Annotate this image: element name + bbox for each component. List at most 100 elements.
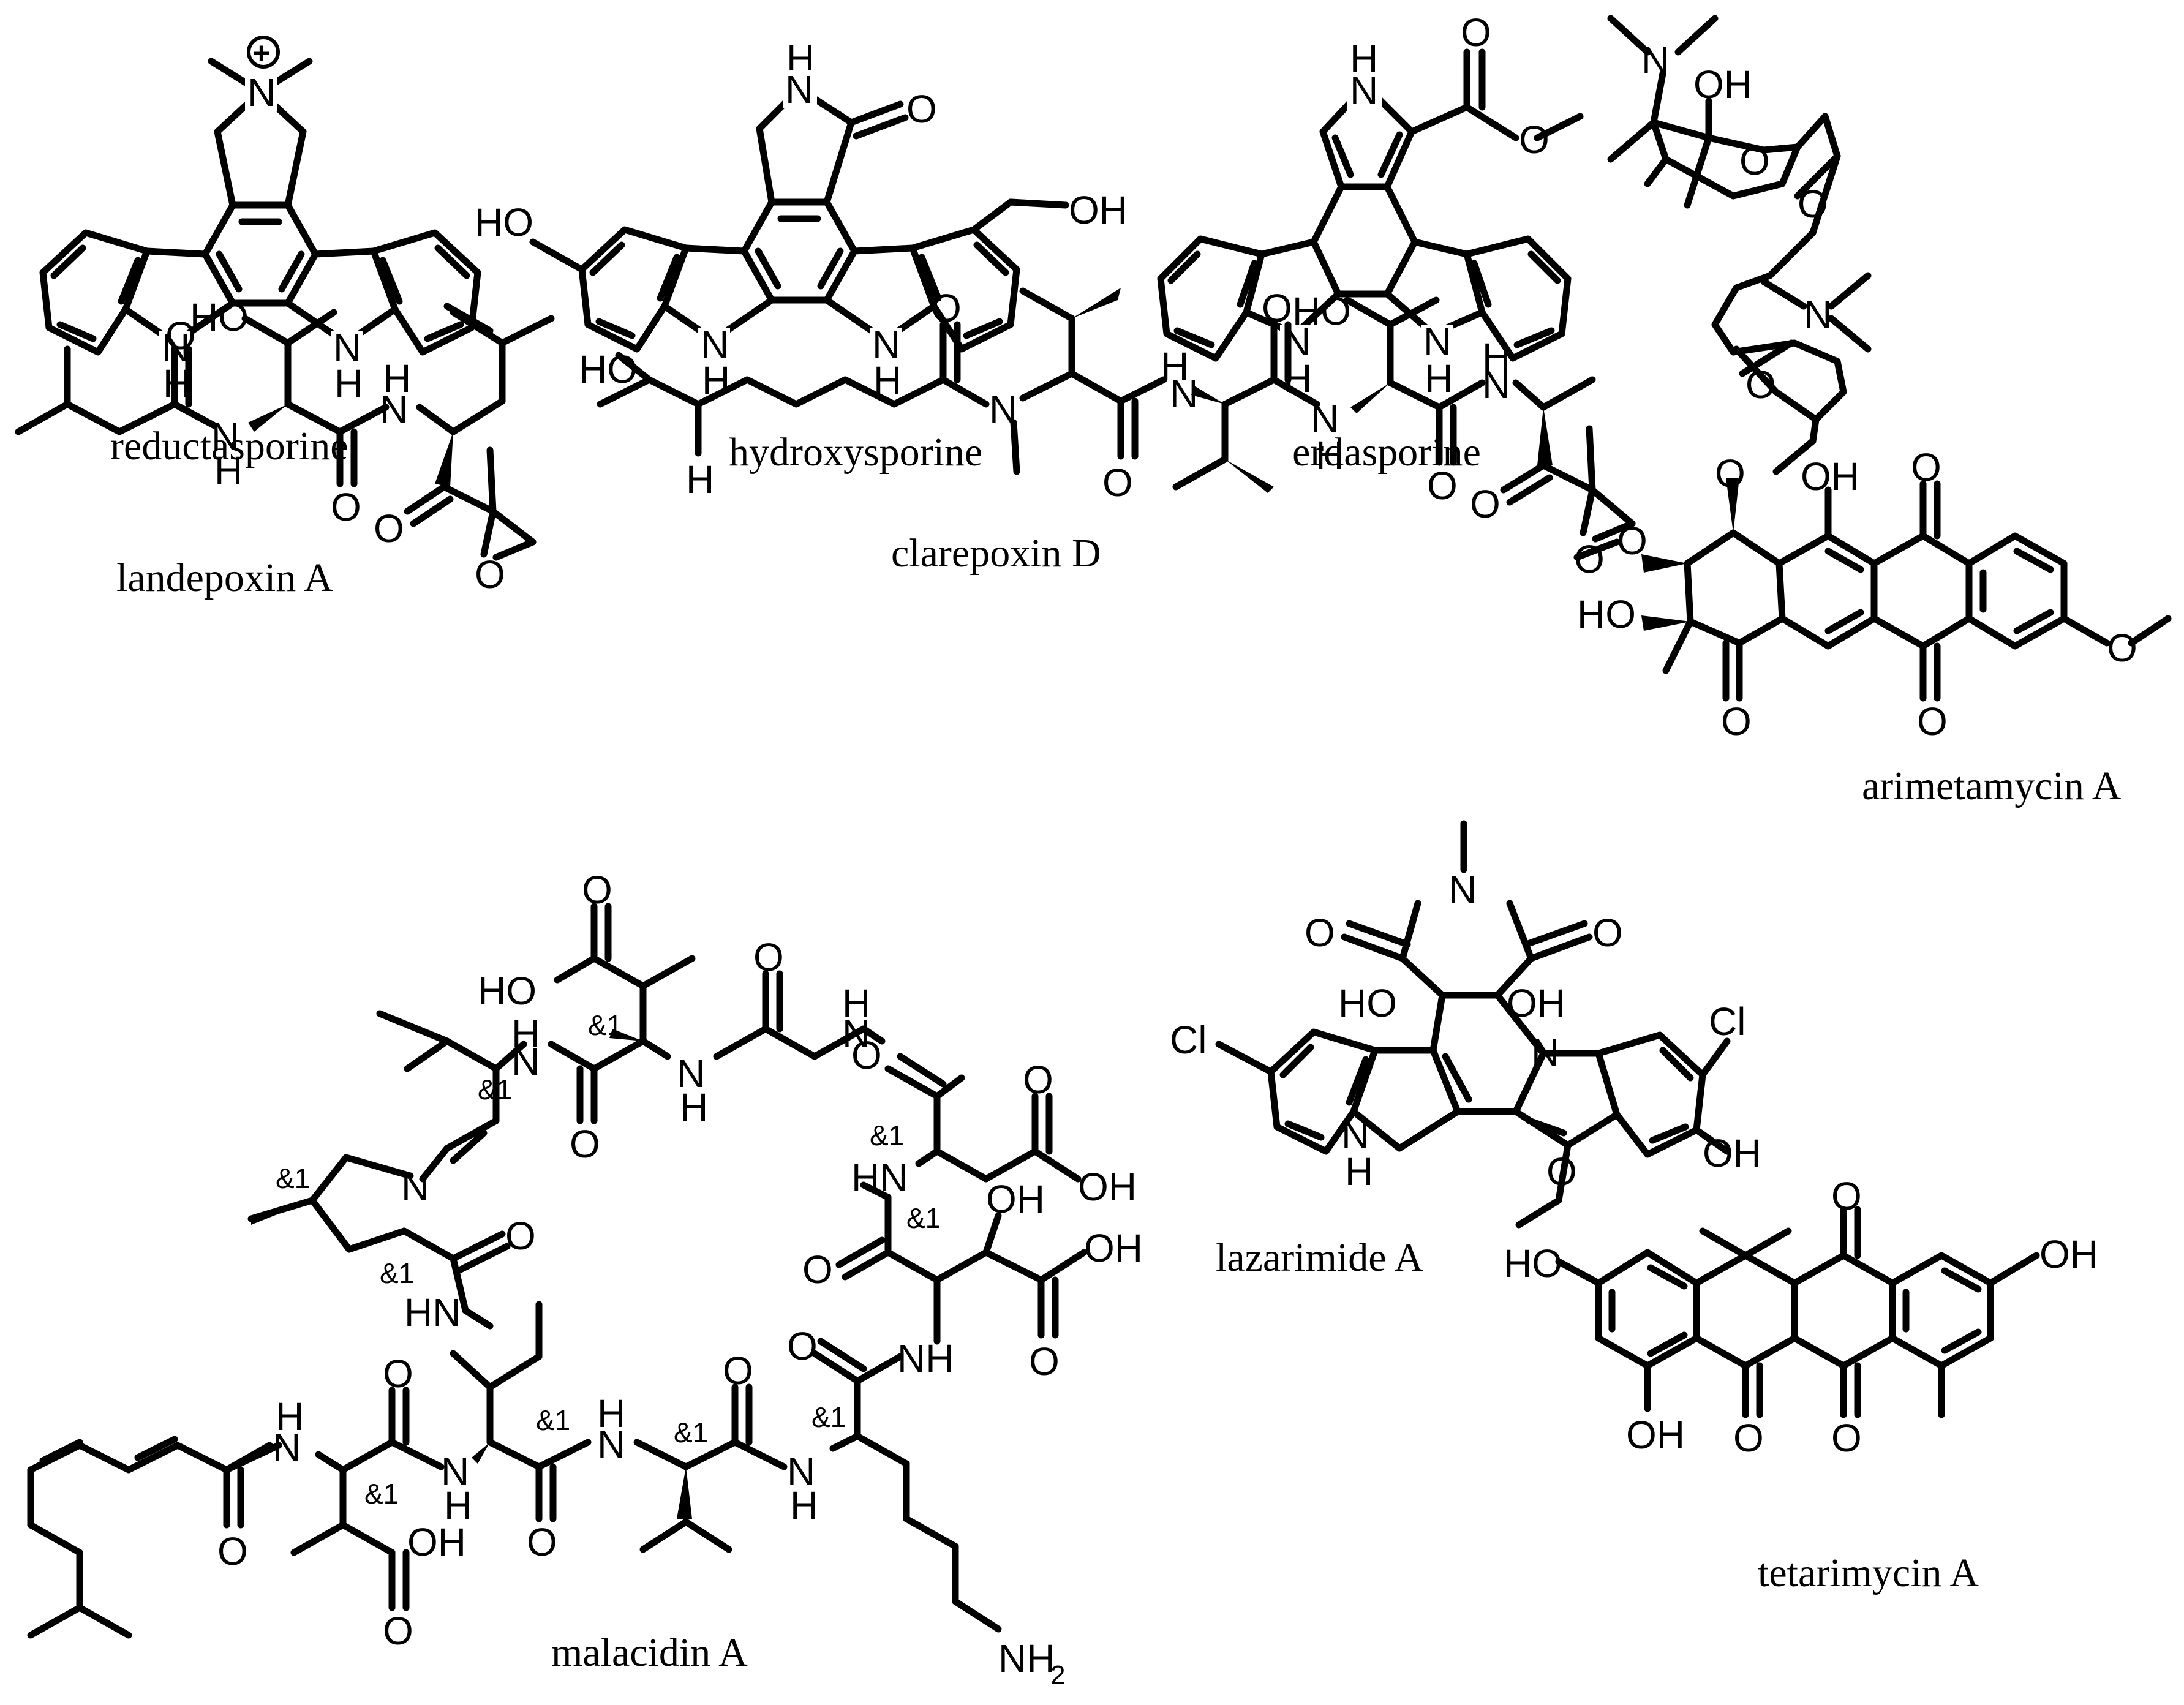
atom-label: O bbox=[1519, 118, 1550, 162]
structure-hydroxysporine: H N O HO OH N H N H hydroxysporine bbox=[475, 37, 1128, 475]
atom-label: O bbox=[217, 1529, 248, 1573]
atom-label: H bbox=[1482, 335, 1510, 379]
atom-label: OH bbox=[986, 1177, 1045, 1221]
atom-label: O bbox=[1574, 537, 1605, 581]
atom-label: O bbox=[165, 314, 196, 358]
atom-label: N bbox=[1311, 396, 1339, 440]
atom-label: OH bbox=[1703, 1131, 1761, 1175]
atom-label: O bbox=[802, 1248, 833, 1292]
atom-label: Cl bbox=[1709, 999, 1745, 1044]
stereo-label: &1 bbox=[588, 1009, 622, 1041]
compound-name: hydroxysporine bbox=[729, 430, 982, 475]
stereo-label: &1 bbox=[674, 1417, 708, 1448]
atom-label: N bbox=[1641, 38, 1670, 82]
atom-label: OH bbox=[1084, 1226, 1143, 1270]
atom-label: HO bbox=[478, 969, 537, 1013]
atom-label: O bbox=[383, 1609, 413, 1653]
atom-label: N bbox=[1482, 363, 1510, 407]
atom-label: OH bbox=[1626, 1413, 1685, 1457]
atom-label: O bbox=[906, 87, 937, 131]
atom-label: N bbox=[511, 1039, 540, 1083]
atom-label: H bbox=[334, 361, 363, 405]
atom-label: HO bbox=[1504, 1241, 1562, 1285]
atom-label: O bbox=[1470, 482, 1501, 526]
structure-lazarimide-a: N O O HO OH N Cl Cl OH N H O lazarimide … bbox=[1170, 820, 1761, 1280]
atom-label: O bbox=[1911, 445, 1941, 489]
atom-label: + bbox=[252, 36, 270, 70]
atom-label: O bbox=[1305, 911, 1335, 955]
atom-label: H bbox=[597, 1391, 625, 1436]
atom-label: N bbox=[401, 1165, 429, 1209]
atom-label: HO bbox=[1292, 289, 1351, 333]
atom-label: H bbox=[1425, 356, 1453, 401]
atom-label: 2 bbox=[1050, 1660, 1065, 1690]
atom-label: O bbox=[1831, 1174, 1862, 1218]
atom-label: O bbox=[1917, 699, 1948, 743]
atom-label: N bbox=[441, 1450, 469, 1494]
atom-label: N bbox=[1170, 372, 1198, 416]
atom-label: H bbox=[1161, 344, 1189, 388]
atom-label: O bbox=[374, 506, 404, 551]
atom-label: H bbox=[383, 356, 411, 401]
atom-label: N bbox=[597, 1422, 625, 1466]
atom-label: O bbox=[1029, 1339, 1060, 1383]
structure-clarepoxin-d: HO H O N O H N O N H HO O H N O O clarep… bbox=[579, 286, 1636, 581]
atom-label: N bbox=[247, 70, 276, 115]
atom-label: O bbox=[1546, 1150, 1577, 1194]
atom-label: OH bbox=[1801, 454, 1859, 499]
atom-label: O bbox=[753, 935, 784, 979]
structure-landepoxin-a: HO O N H H N O O O landepoxin A bbox=[15, 295, 555, 600]
stereo-label: &1 bbox=[478, 1074, 512, 1105]
atom-label: HO bbox=[579, 347, 638, 391]
atom-label: O bbox=[1739, 139, 1770, 183]
stereo-label: &1 bbox=[906, 1202, 941, 1234]
atom-label: N bbox=[273, 1425, 301, 1469]
atom-label: O bbox=[570, 1122, 600, 1166]
atom-label: N bbox=[787, 1450, 815, 1494]
atom-label: O bbox=[931, 286, 962, 330]
atom-label: O bbox=[787, 1324, 818, 1368]
atom-label: N bbox=[872, 323, 900, 367]
atom-label: H bbox=[214, 448, 243, 492]
atom-label: NH bbox=[998, 1636, 1055, 1681]
atom-label: N bbox=[677, 1052, 705, 1096]
atom-label: O bbox=[383, 1352, 413, 1396]
atom-label: H bbox=[842, 981, 870, 1025]
atom-label: O bbox=[1733, 1416, 1764, 1460]
stereo-label: &1 bbox=[364, 1478, 399, 1510]
structure-arimetamycin-a: N OH O O N O O OH O O HO O O O arimetamy… bbox=[1573, 15, 2172, 808]
atom-label: O bbox=[2107, 626, 2137, 670]
atom-label: N bbox=[1350, 69, 1378, 113]
compound-name: erdasporine bbox=[1292, 430, 1481, 475]
atom-label: O bbox=[331, 485, 361, 529]
atom-label: H bbox=[444, 1483, 472, 1527]
atom-label: N bbox=[785, 67, 813, 111]
atom-label: N bbox=[701, 323, 729, 367]
atom-label: O bbox=[1427, 464, 1458, 508]
stereo-label: &1 bbox=[276, 1162, 310, 1194]
atom-label: H bbox=[276, 1394, 304, 1439]
atom-label: O bbox=[1721, 699, 1752, 743]
atom-label: O bbox=[1262, 286, 1292, 330]
structure-erdasporine: H N O O N H N H erdasporine bbox=[1157, 10, 1584, 475]
atom-label: N bbox=[1804, 292, 1832, 336]
compound-name: arimetamycin A bbox=[1862, 764, 2122, 808]
atom-label: N bbox=[1448, 868, 1477, 912]
atom-label: OH bbox=[2039, 1232, 2098, 1276]
atom-label: O bbox=[1023, 1058, 1053, 1102]
atom-label: OH bbox=[1507, 981, 1565, 1025]
stereo-label: &1 bbox=[380, 1257, 414, 1289]
atom-label: HO bbox=[1577, 592, 1636, 636]
atom-label: H bbox=[686, 457, 714, 502]
compound-name: malacidin A bbox=[551, 1630, 748, 1675]
atom-label: N bbox=[1531, 1030, 1559, 1074]
atom-label: O bbox=[1715, 451, 1745, 495]
atom-label: O bbox=[475, 552, 505, 597]
atom-label: O bbox=[1102, 461, 1133, 505]
atom-label: N bbox=[842, 1012, 870, 1056]
atom-label: HO bbox=[1338, 981, 1397, 1025]
atom-label: O bbox=[1745, 363, 1776, 407]
atom-label: H bbox=[790, 1483, 818, 1527]
